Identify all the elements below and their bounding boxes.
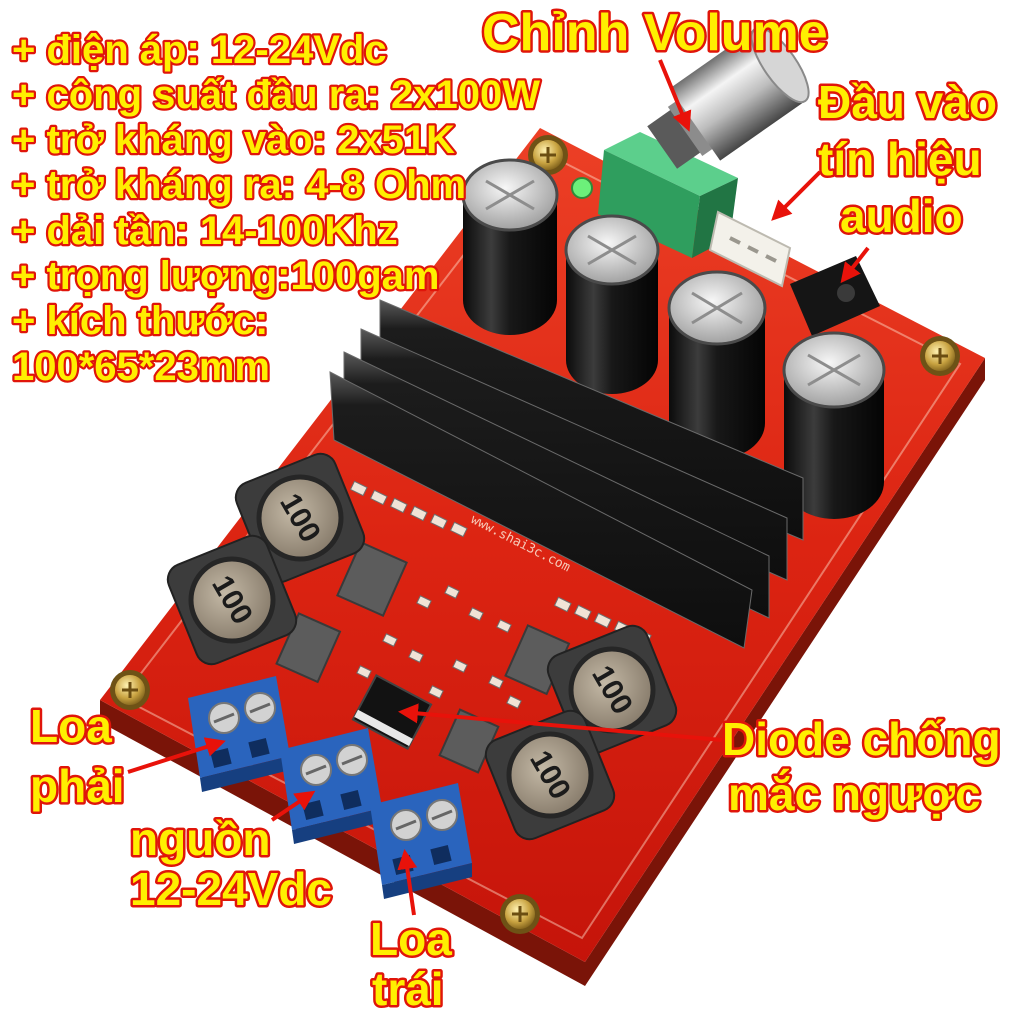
smd-component [382,633,398,647]
power-label-line1: nguồn [130,813,271,865]
spec-size-label: + kích thước: [12,299,268,343]
smd-capacitor-block [336,541,408,617]
capacitor [667,270,767,459]
smd-component [408,649,424,663]
right-speaker-label-line2: phải [30,760,125,812]
capacitor [782,331,886,519]
mounting-screw [500,894,540,934]
diode-label-line2: mắc ngược [728,768,981,820]
smd-component [416,595,432,609]
heatsink-fin [329,371,753,649]
smd-component [573,604,592,621]
smd-component [593,612,612,629]
power-led [571,177,593,199]
diode-arrow [398,703,723,742]
power-label-line2: 12-24Vdc [130,863,332,915]
mounting-screw [528,135,568,175]
left-speaker-label-line1: Loa [370,913,452,965]
smd-component [369,489,388,506]
smd-component [553,596,572,613]
inductor: 100 [234,452,366,584]
smd-component [428,685,444,699]
smd-component [356,665,372,679]
volume-arrow [658,59,692,132]
spec-input-impedance: + trở kháng vào: 2x51K [12,118,455,162]
smd-component [349,480,368,497]
right-speaker-arrow [127,737,226,774]
smd-component [506,695,522,709]
protection-diode [351,674,433,750]
smd-component [468,607,484,621]
spec-list: + điện áp: 12-24Vdc + công suất đầu ra: … [10,26,543,392]
audio-input-header [708,210,792,288]
audio-input-label-line2: tín hiệu [818,133,982,185]
smd-component [444,585,460,599]
spec-size-value: 100*65*23mm [12,345,270,389]
audio-input-label-line1: Đầu vào [818,76,997,128]
inductor: 100 [166,534,298,666]
smd-component [496,619,512,633]
spec-output-power: + công suất đầu ra: 2x100W [12,73,540,117]
smd-component [389,497,408,514]
mounting-screw [920,336,960,376]
smd-component [449,521,468,538]
spec-frequency-range: + dải tần: 14-100Khz [12,209,398,253]
capacitor [461,158,559,335]
right-speaker-label-line1: Loa [30,700,112,752]
smd-component [429,513,448,530]
left-speaker-label-line2: trái [372,963,444,1015]
smd-component [409,505,428,522]
smd-component [488,675,504,689]
audio-jack-arrow [840,246,870,284]
audio-input-label-line3: audio [840,190,963,242]
inductor: 100 [484,709,616,841]
volume-label: Chỉnh Volume [482,4,828,62]
capacitor [564,214,660,394]
mounting-screw [110,670,150,710]
spec-output-impedance: + trở kháng ra: 4-8 Ohm [12,163,466,207]
audio-header-arrow [771,170,822,221]
left-speaker-arrow [397,849,418,916]
heatsink [329,299,804,649]
spec-voltage: + điện áp: 12-24Vdc [12,28,387,72]
terminal-block-left-speaker [370,783,472,899]
diode-label-line1: Diode chống [722,713,1001,765]
smd-component [452,659,468,673]
spec-weight: + trọng lượng:100gam [12,254,439,298]
power-arrow [270,790,316,822]
